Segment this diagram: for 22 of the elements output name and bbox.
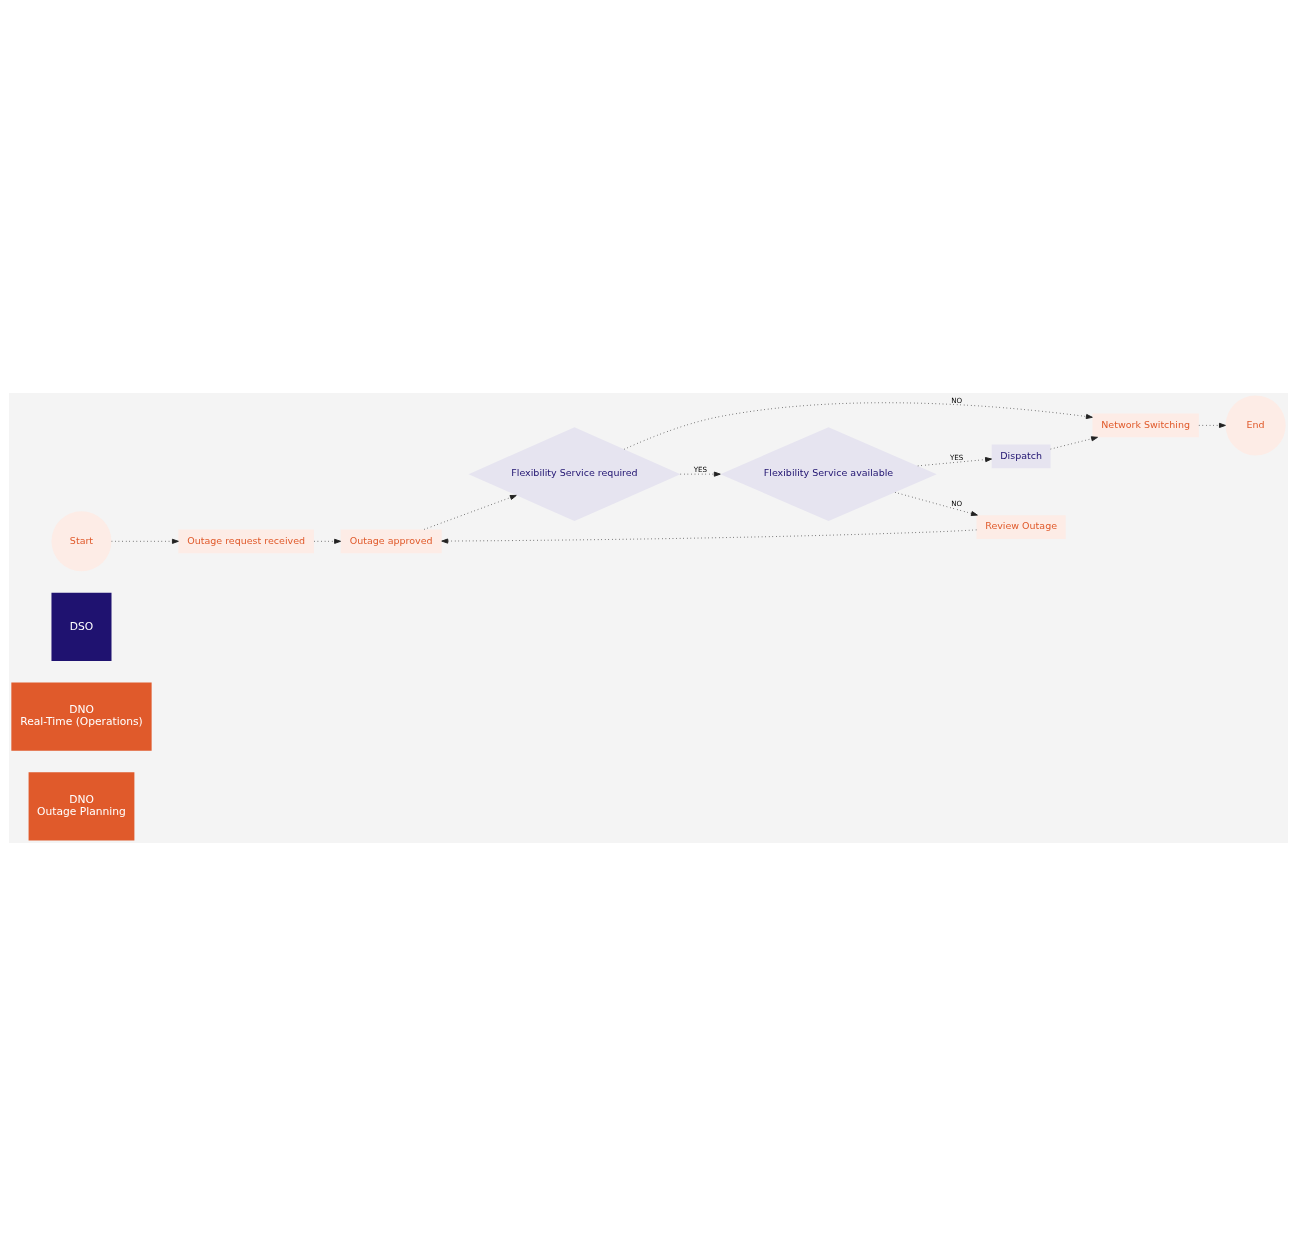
- arrow: [313, 538, 341, 544]
- node-box: DNO Real-Time (Operations): [11, 682, 152, 751]
- arrow: [111, 538, 179, 544]
- node-circle: End: [1225, 395, 1286, 456]
- node-box: Network Switching: [1092, 413, 1199, 438]
- node-diamond: Flexibility Service available: [720, 427, 937, 522]
- node-box: DSO: [51, 592, 112, 662]
- node-diamond: Flexibility Service required: [468, 427, 681, 522]
- arrow: [1050, 436, 1098, 450]
- arrow: [917, 457, 992, 467]
- node-box: Dispatch: [991, 444, 1051, 469]
- node-box: DNO Outage Planning: [28, 772, 135, 841]
- arrow: [894, 491, 978, 516]
- arrow: [423, 494, 517, 530]
- node-box: Review Outage: [976, 515, 1066, 539]
- arrow: [680, 471, 721, 477]
- node-box: Outage approved: [340, 529, 442, 554]
- node-circle: Start: [51, 511, 112, 572]
- arrow: [441, 529, 977, 544]
- arrow: [1198, 422, 1226, 428]
- node-box: Outage request received: [178, 529, 314, 554]
- arrow: [623, 402, 1093, 450]
